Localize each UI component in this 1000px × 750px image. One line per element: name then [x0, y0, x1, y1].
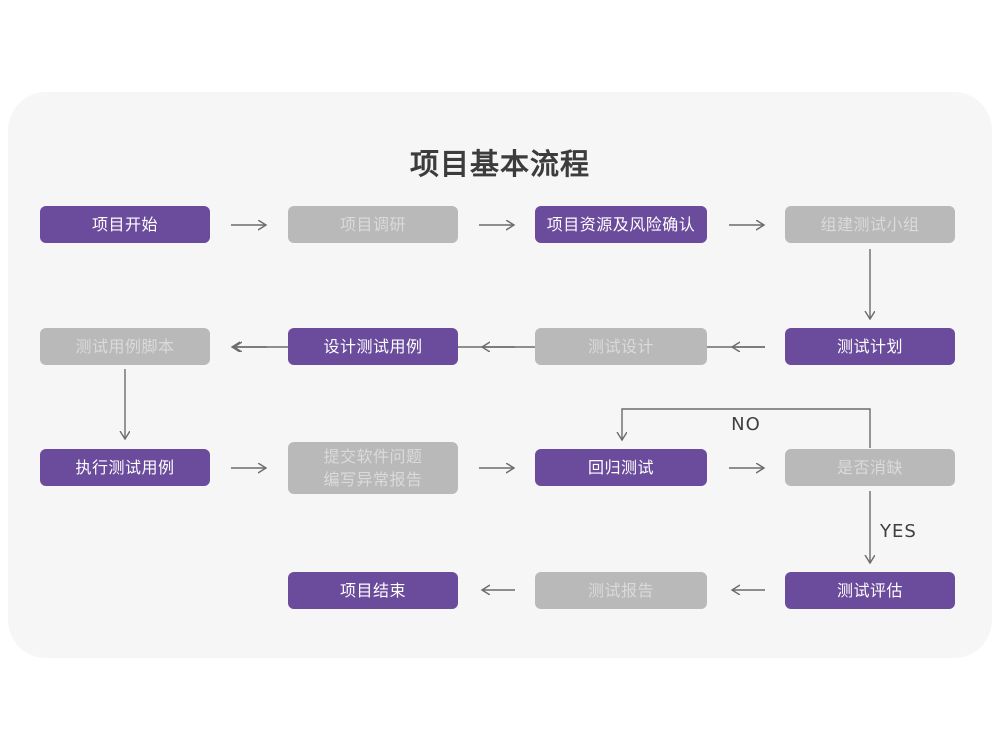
node-submit-issue-report: 提交软件问题 编写异常报告: [288, 442, 458, 494]
node-regression-test: 回归测试: [535, 449, 707, 486]
node-test-evaluation: 测试评估: [785, 572, 955, 609]
node-project-research: 项目调研: [288, 206, 458, 243]
edge-label-yes: YES: [880, 521, 917, 542]
node-project-start: 项目开始: [40, 206, 210, 243]
flowchart-card: [8, 92, 992, 658]
node-test-design: 测试设计: [535, 328, 707, 365]
node-test-case-script: 测试用例脚本: [40, 328, 210, 365]
edge-label-no: NO: [731, 414, 761, 435]
node-project-end: 项目结束: [288, 572, 458, 609]
node-test-plan: 测试计划: [785, 328, 955, 365]
node-design-test-cases: 设计测试用例: [288, 328, 458, 365]
page-title: 项目基本流程: [409, 147, 590, 181]
node-resources-risk: 项目资源及风险确认: [535, 206, 707, 243]
node-defect-cleared: 是否消缺: [785, 449, 955, 486]
node-build-test-team: 组建测试小组: [785, 206, 955, 243]
node-execute-test-cases: 执行测试用例: [40, 449, 210, 486]
node-test-report: 测试报告: [535, 572, 707, 609]
